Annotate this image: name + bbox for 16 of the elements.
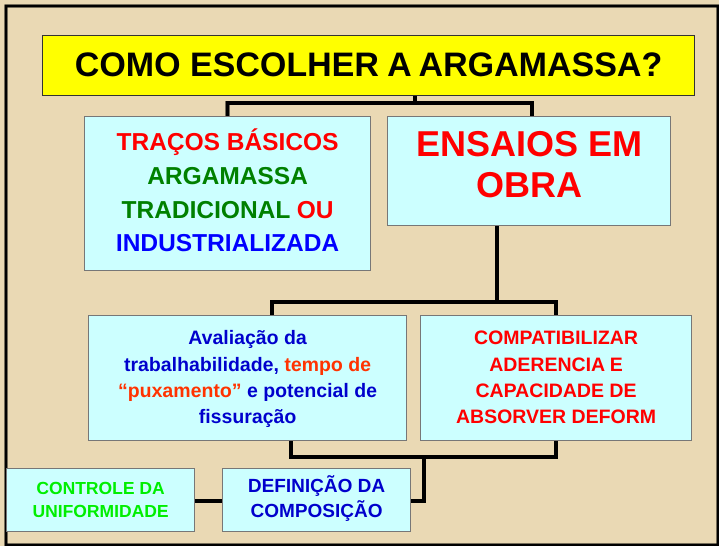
- box-text: Avaliação da trabalhabilidade, tempo de “puxamento” e potencial de fissuração: [117, 326, 378, 430]
- box-text: TRAÇOS BÁSICOS ARGAMASSA TRADICIONAL OU INDUSTRIALIZADA: [114, 127, 340, 260]
- box-text: DEFINIÇÃO DA COMPOSIÇÃO: [246, 475, 386, 524]
- box-text: ENSAIOS EM OBRA: [414, 122, 644, 206]
- text-box: [88, 315, 407, 441]
- connector-line: [411, 441, 558, 503]
- box-text: CONTROLE DA UNIFORMIDADE: [31, 477, 170, 523]
- title-banner: [42, 35, 695, 96]
- text-box: [222, 468, 411, 532]
- connector-line: [195, 499, 222, 503]
- text-box: [420, 315, 692, 441]
- text-box: [84, 116, 371, 271]
- box-text: COMPATIBILIZAR ADERENCIA E CAPACIDADE DE ABSORVER DEFORM: [454, 326, 658, 430]
- title-text: COMO ESCOLHER A ARGAMASSA?: [74, 46, 662, 84]
- text-box: [387, 116, 671, 226]
- text-box: [6, 468, 195, 532]
